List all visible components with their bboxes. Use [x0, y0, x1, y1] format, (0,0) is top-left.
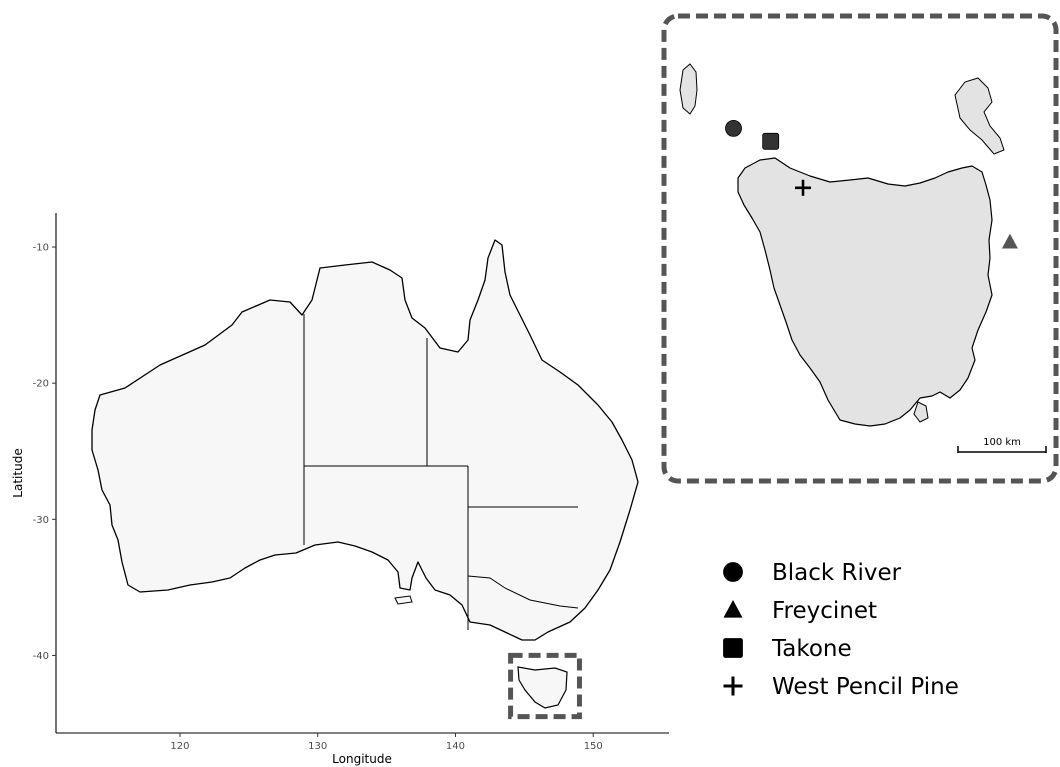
y-tick-label: -10	[33, 243, 49, 254]
inset-extent-box	[508, 652, 582, 720]
australia-landmass	[91, 239, 639, 641]
y-axis-ticks: -10 -20 -30 -40	[33, 243, 56, 662]
legend-label-takone: Takone	[771, 636, 852, 662]
state-borders	[303, 314, 579, 630]
site-marker-freycinet	[1001, 233, 1018, 249]
x-tick-label: 140	[446, 741, 465, 752]
flinders-island	[954, 77, 1005, 155]
scale-bar	[957, 446, 1047, 453]
x-axis-title: Longitude	[332, 752, 392, 766]
legend-symbol-takone	[723, 638, 743, 658]
legend-symbol-west-pencil-pine	[723, 676, 743, 696]
kangaroo-island	[394, 595, 413, 605]
scale-bar-label: 100 km	[983, 437, 1021, 448]
y-axis-title: Latitude	[11, 448, 25, 497]
x-axis-ticks: 120 130 140 150	[170, 733, 603, 752]
tasmania-landmass-inset	[737, 157, 993, 427]
legend-symbol-black-river	[723, 562, 743, 582]
site-marker-black-river	[725, 119, 742, 137]
y-tick-label: -20	[33, 379, 49, 390]
legend-symbol-freycinet	[723, 600, 743, 618]
y-tick-label: -30	[33, 515, 49, 526]
king-island	[679, 63, 698, 115]
site-marker-takone	[762, 132, 780, 150]
tasmania-inset-panel: 100 km	[661, 13, 1059, 484]
site-marker-west-pencil-pine	[795, 179, 812, 196]
australia-map-panel: 120 130 140 150 -10 -20 -30 -40 Longitude Lati…	[11, 213, 669, 766]
y-tick-label: -40	[33, 651, 49, 662]
bruny-island	[913, 401, 929, 423]
x-tick-label: 120	[170, 741, 189, 752]
legend-label-freycinet: Freycinet	[772, 598, 877, 624]
legend-label-west-pencil-pine: West Pencil Pine	[772, 674, 959, 700]
x-tick-label: 130	[308, 741, 327, 752]
x-tick-label: 150	[584, 741, 603, 752]
inset-site-markers	[725, 119, 1018, 249]
legend-label-black-river: Black River	[772, 560, 902, 586]
tasmania-landmass-main	[517, 666, 568, 709]
axes	[55, 213, 669, 734]
